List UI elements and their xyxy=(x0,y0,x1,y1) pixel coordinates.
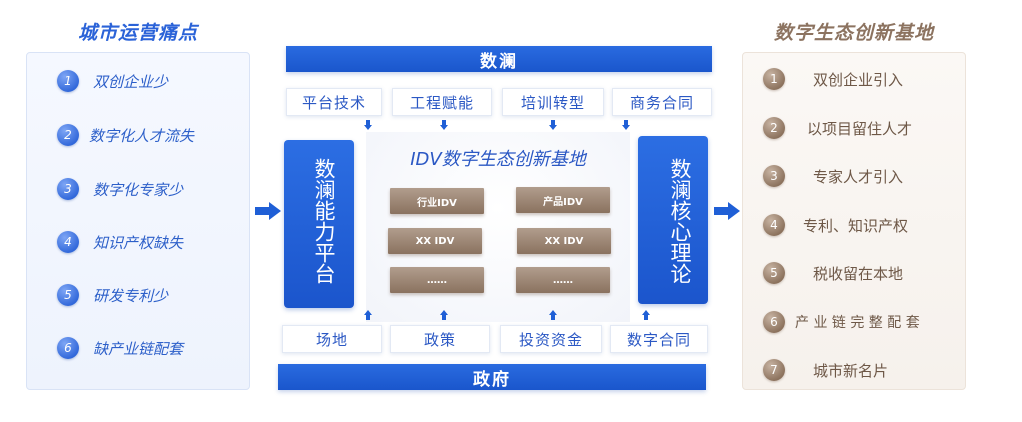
pain-label: 双创企业少 xyxy=(93,72,169,91)
benefit-label: 专家人才引入 xyxy=(813,167,904,186)
right-arrow-icon xyxy=(255,202,281,220)
benefit-label: 城市新名片 xyxy=(813,361,889,380)
bottom-chip: 场地 xyxy=(282,325,382,353)
number-badge: 1 xyxy=(763,68,785,90)
idv-block: XX IDV xyxy=(388,228,482,254)
number-badge: 5 xyxy=(57,284,79,306)
right-arrow-icon xyxy=(714,202,740,220)
idv-block: 行业IDV xyxy=(390,188,484,214)
idv-block: …… xyxy=(516,267,610,293)
pain-label: 知识产权缺失 xyxy=(93,233,184,252)
benefit-label: 以项目留住人才 xyxy=(807,119,913,138)
pain-label: 数字化人才流失 xyxy=(89,126,195,145)
pain-label: 研发专利少 xyxy=(93,286,169,305)
benefits-title: 数字生态创新基地 xyxy=(773,22,934,44)
benefit-label: 税收留在本地 xyxy=(813,264,904,283)
top-chip: 工程赋能 xyxy=(392,88,492,116)
pain-item: 1 双创企业少 xyxy=(57,67,168,95)
left-platform-label: 数澜能力平台 xyxy=(312,158,336,284)
number-badge: 6 xyxy=(57,337,79,359)
up-arrow-icon xyxy=(440,310,448,320)
number-badge: 7 xyxy=(763,359,785,381)
pain-item: 2 数字化人才流失 xyxy=(57,121,194,149)
up-arrow-icon xyxy=(549,310,557,320)
number-badge: 4 xyxy=(763,214,785,236)
bottom-chip: 数字合同 xyxy=(610,325,708,353)
benefit-item: 3 专家人才引入 xyxy=(763,162,903,190)
benefit-item: 2 以项目留住人才 xyxy=(763,114,912,142)
down-arrow-icon xyxy=(440,120,448,130)
number-badge: 2 xyxy=(763,117,785,139)
number-badge: 2 xyxy=(57,124,79,146)
pain-item: 3 数字化专家少 xyxy=(57,175,183,203)
bottom-chip: 投资资金 xyxy=(500,325,602,353)
bottom-bar: 政府 xyxy=(278,364,706,390)
number-badge: 6 xyxy=(763,311,785,333)
benefit-label: 产 业 链 完 整 配 套 xyxy=(795,315,920,331)
down-arrow-icon xyxy=(622,120,630,130)
benefit-item: 4 专利、知识产权 xyxy=(763,211,908,239)
down-arrow-icon xyxy=(549,120,557,130)
idv-block: XX IDV xyxy=(517,228,611,254)
idv-block: …… xyxy=(390,267,484,293)
benefits-panel: 1 双创企业引入 2 以项目留住人才 3 专家人才引入 4 专利、知识产权 5 … xyxy=(742,52,966,390)
down-arrow-icon xyxy=(364,120,372,130)
pain-points-title: 城市运营痛点 xyxy=(77,22,198,44)
pain-label: 缺产业链配套 xyxy=(93,339,184,358)
idv-block: 产品IDV xyxy=(516,187,610,213)
center-title: IDV数字生态创新基地 xyxy=(410,149,586,170)
right-platform: 数澜核心理论 xyxy=(638,136,708,304)
pain-points-panel: 1 双创企业少 2 数字化人才流失 3 数字化专家少 4 知识产权缺失 5 研发… xyxy=(26,52,250,390)
benefit-item: 1 双创企业引入 xyxy=(763,65,903,93)
up-arrow-icon xyxy=(364,310,372,320)
top-chip: 平台技术 xyxy=(286,88,382,116)
pain-item: 4 知识产权缺失 xyxy=(57,228,183,256)
bottom-chip: 政策 xyxy=(390,325,490,353)
number-badge: 3 xyxy=(57,178,79,200)
number-badge: 3 xyxy=(763,165,785,187)
top-bar: 数澜 xyxy=(286,46,712,72)
benefit-label: 专利、知识产权 xyxy=(803,216,909,235)
pain-item: 5 研发专利少 xyxy=(57,281,168,309)
number-badge: 1 xyxy=(57,70,79,92)
benefit-label: 双创企业引入 xyxy=(813,70,904,89)
pain-label: 数字化专家少 xyxy=(93,180,184,199)
up-arrow-icon xyxy=(642,310,650,320)
benefit-item: 6 产 业 链 完 整 配 套 xyxy=(763,308,920,336)
right-platform-label: 数澜核心理论 xyxy=(668,158,692,284)
number-badge: 4 xyxy=(57,231,79,253)
benefit-item: 7 城市新名片 xyxy=(763,356,888,384)
left-platform: 数澜能力平台 xyxy=(284,140,354,308)
top-chip: 培训转型 xyxy=(502,88,604,116)
benefit-item: 5 税收留在本地 xyxy=(763,259,903,287)
pain-item: 6 缺产业链配套 xyxy=(57,334,183,362)
top-chip: 商务合同 xyxy=(612,88,712,116)
number-badge: 5 xyxy=(763,262,785,284)
